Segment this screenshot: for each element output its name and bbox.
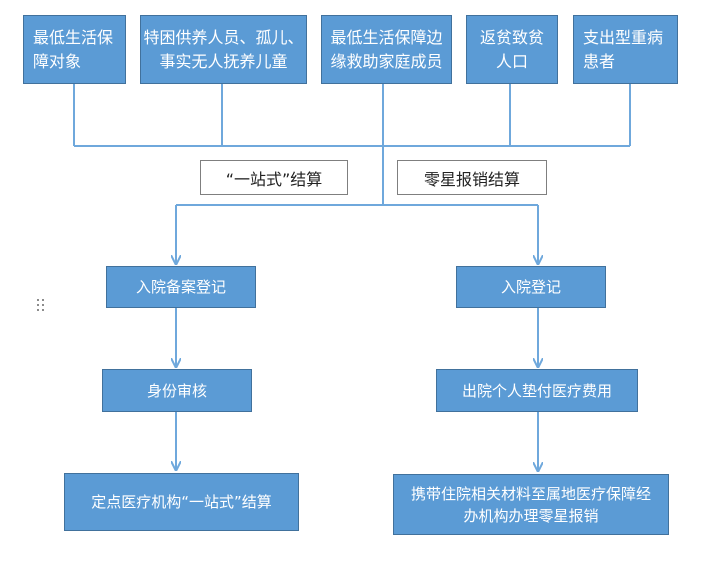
right-step-self-payment: 出院个人垫付医疗费用: [436, 369, 638, 412]
left-step-admission-filing: 入院备案登记: [106, 266, 256, 308]
right-step-admission: 入院登记: [456, 266, 606, 308]
mode-label-reimburse: 零星报销结算: [397, 160, 547, 195]
left-step-one-stop-settlement: 定点医疗机构“一站式”结算: [64, 473, 299, 531]
category-box: 最低生活保障边 缘救助家庭成员: [321, 15, 452, 84]
category-box: 最低生活保 障对象: [23, 15, 126, 84]
mode-label-one-stop: “一站式”结算: [200, 160, 348, 195]
right-step-reimbursement: 携带住院相关材料至属地医疗保障经 办机构办理零星报销: [393, 474, 669, 535]
category-box: 特困供养人员、孤儿、 事实无人抚养儿童: [140, 15, 307, 84]
grip-dots-icon[interactable]: [37, 299, 47, 315]
category-box: 支出型重病 患者: [573, 15, 678, 84]
left-step-identity-check: 身份审核: [102, 369, 252, 412]
category-box: 返贫致贫 人口: [466, 15, 558, 84]
